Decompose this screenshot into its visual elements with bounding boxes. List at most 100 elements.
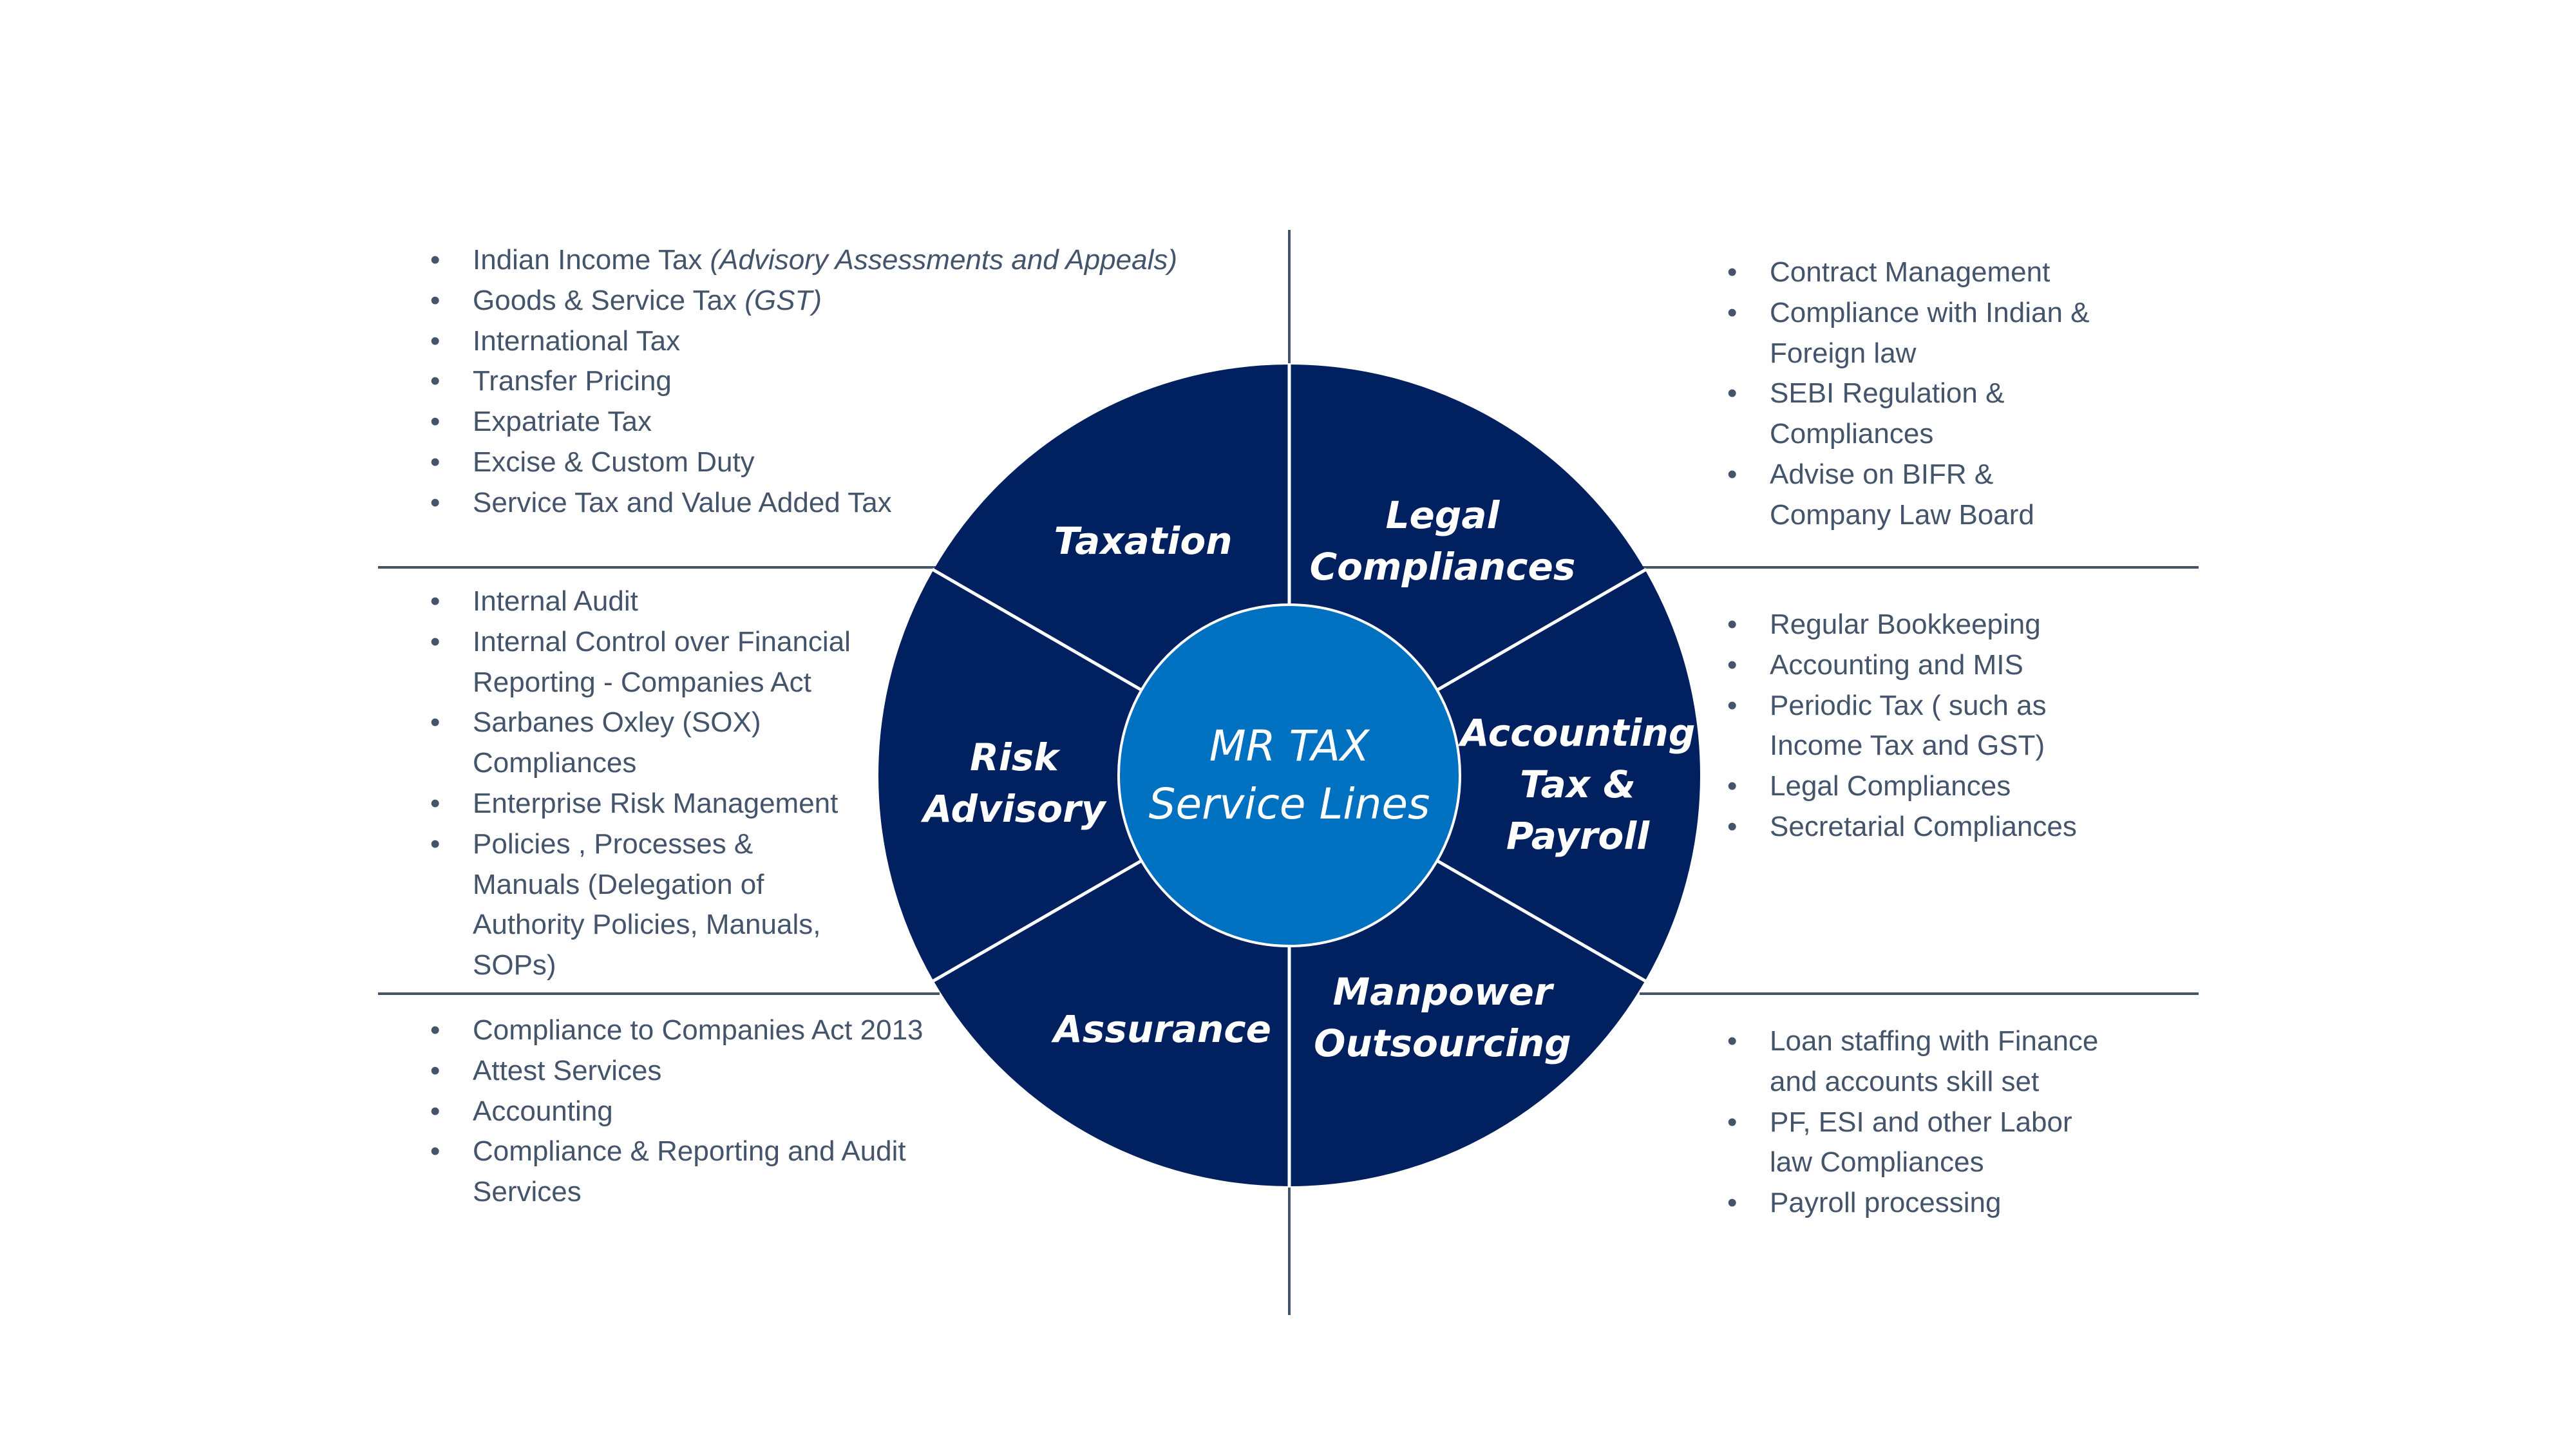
bullet-icon: • bbox=[1727, 377, 1738, 410]
list-item-text: Contract Management bbox=[1770, 256, 2050, 288]
bullet-icon: • bbox=[430, 1135, 440, 1168]
list-item: • Contract Management bbox=[1727, 252, 2242, 293]
segment-label-legal-compliances: Legal Compliances bbox=[1288, 489, 1597, 592]
list-item-text: Goods & Service Tax bbox=[473, 284, 745, 316]
segment-label-taxation: Taxation bbox=[1014, 515, 1272, 567]
segment-label-accounting-tax-payroll: Accounting Tax & Payroll bbox=[1443, 707, 1713, 862]
segment-label-line: Manpower bbox=[1332, 970, 1553, 1014]
bullet-icon: • bbox=[1727, 770, 1738, 802]
list-item-text: law Compliances bbox=[1770, 1146, 1984, 1179]
list-item-note: (GST) bbox=[744, 284, 822, 316]
list-item-text: Transfer Pricing bbox=[473, 365, 672, 397]
segment-label-manpower-outsourcing: Manpower Outsourcing bbox=[1288, 966, 1597, 1069]
list-item: •Accounting and MIS bbox=[1727, 645, 2242, 686]
wheel-divider-line bbox=[931, 567, 1142, 692]
segment-label-line: Payroll bbox=[1506, 814, 1650, 858]
list-item: •Advise on BIFR &Company Law Board bbox=[1727, 455, 2242, 536]
list-item: •Attest Services bbox=[430, 1051, 1010, 1092]
bullet-icon: • bbox=[430, 284, 440, 316]
list-item: • Indian Income Tax (Advisory Assessments… bbox=[430, 240, 1267, 281]
list-item-text: Reporting - Companies Act bbox=[473, 666, 811, 698]
bullet-icon: • bbox=[430, 625, 440, 658]
list-item-text: Indian Income Tax bbox=[473, 244, 710, 276]
bullet-icon: • bbox=[1727, 1187, 1738, 1219]
bullet-icon: • bbox=[1727, 689, 1738, 721]
list-item-text: and accounts skill set bbox=[1770, 1065, 2040, 1097]
segment-label-line: Risk bbox=[970, 735, 1059, 779]
bullet-icon: • bbox=[430, 1014, 440, 1046]
bullet-icon: • bbox=[430, 365, 440, 397]
list-item: •Excise & Custom Duty bbox=[430, 442, 1267, 483]
list-item-text: Services bbox=[473, 1176, 582, 1208]
list-item: • Periodic Tax ( such as Income Tax and GS… bbox=[1727, 686, 2242, 767]
list-item-text: Accounting and MIS bbox=[1770, 649, 2023, 681]
bullet-icon: • bbox=[430, 486, 440, 518]
center-title-line1: MR TAX bbox=[1209, 721, 1370, 771]
bullet-icon: • bbox=[1727, 256, 1738, 288]
list-item-text: Internal Audit bbox=[473, 585, 638, 617]
list-item: • Legal Compliances bbox=[1727, 766, 2242, 807]
list-item-text: Attest Services bbox=[473, 1054, 662, 1086]
list-item-text: Excise & Custom Duty bbox=[473, 446, 755, 478]
list-item: •International Tax bbox=[430, 321, 1267, 362]
bullet-icon: • bbox=[430, 585, 440, 617]
list-item-text: Internal Control over Financial bbox=[473, 625, 851, 658]
list-item-text: Periodic Tax ( such as bbox=[1770, 689, 2047, 721]
list-item-text: Manuals (Delegation of bbox=[473, 868, 764, 900]
risk-advisory-services-list: • Internal Audit • Internal Control over Fi… bbox=[430, 582, 945, 986]
list-item-text: Service Tax and Value Added Tax bbox=[473, 486, 892, 518]
segment-label-assurance: Assurance bbox=[1024, 1003, 1301, 1055]
taxation-services-list: • Indian Income Tax (Advisory Assessments… bbox=[430, 240, 1267, 524]
segment-label-line: Advisory bbox=[923, 787, 1106, 831]
list-item-text: Legal Compliances bbox=[1770, 770, 2011, 802]
list-item-text: SOPs) bbox=[473, 949, 556, 981]
bullet-icon: • bbox=[430, 406, 440, 438]
list-item: • Payroll processing bbox=[1727, 1183, 2242, 1224]
list-item: •Secretarial Compliances bbox=[1727, 807, 2242, 848]
wheel-divider-line bbox=[931, 859, 1142, 983]
bullet-icon: • bbox=[430, 244, 440, 276]
list-item: •Accounting bbox=[430, 1092, 1010, 1132]
wheel-segment-legal-compliances bbox=[1289, 365, 1645, 690]
list-item-text: Compliances bbox=[473, 747, 637, 779]
list-item-text: Sarbanes Oxley (SOX) bbox=[473, 706, 761, 739]
list-item: • Internal Audit bbox=[430, 582, 945, 622]
right-upper-rule bbox=[1641, 566, 2199, 569]
bullet-icon: • bbox=[1727, 1025, 1738, 1057]
bullet-icon: • bbox=[1727, 458, 1738, 490]
bullet-icon: • bbox=[430, 706, 440, 739]
wheel-segment-taxation bbox=[933, 365, 1289, 690]
bullet-icon: • bbox=[1727, 609, 1738, 640]
assurance-services-list: •Compliance to Companies Act 2013•Attest… bbox=[430, 1010, 1010, 1213]
list-item: • Service Tax and Value Added Tax bbox=[430, 483, 1267, 524]
list-item-text: SEBI Regulation & bbox=[1770, 377, 2005, 410]
list-item: •Compliance to Companies Act 2013 bbox=[430, 1010, 1010, 1051]
center-hub bbox=[1117, 603, 1461, 947]
segment-label-line: Assurance bbox=[1054, 1007, 1271, 1051]
center-title-line2: Service Lines bbox=[1148, 779, 1430, 829]
list-item-text: Payroll processing bbox=[1770, 1187, 2002, 1219]
segment-label-line: Accounting bbox=[1460, 711, 1696, 755]
list-item-note: (Advisory Assessments and Appeals) bbox=[710, 244, 1178, 276]
legal-compliances-services-list: • Contract Management • Compliance with Ind… bbox=[1727, 252, 2242, 536]
list-item-text: Expatriate Tax bbox=[473, 406, 652, 438]
wheel-segment-assurance bbox=[933, 860, 1289, 1186]
bullet-icon: • bbox=[430, 787, 440, 819]
list-item: • Goods & Service Tax (GST) bbox=[430, 281, 1267, 321]
center-title: MR TAX Service Lines bbox=[1128, 717, 1450, 833]
list-item-text: PF, ESI and other Labor bbox=[1770, 1106, 2072, 1138]
list-item-text: Regular Bookkeeping bbox=[1770, 609, 2041, 640]
bullet-icon: • bbox=[1727, 296, 1738, 328]
list-item-text: International Tax bbox=[473, 325, 681, 357]
segment-label-line: Outsourcing bbox=[1314, 1021, 1571, 1065]
list-item-text: Compliance with Indian & bbox=[1770, 296, 2090, 328]
wheel-divider-line bbox=[1436, 567, 1647, 692]
list-item-text: Income Tax and GST) bbox=[1770, 730, 2045, 762]
list-item: • Sarbanes Oxley (SOX) Compliances bbox=[430, 703, 945, 784]
list-item: • Transfer Pricing bbox=[430, 361, 1267, 402]
list-item-text: Advise on BIFR & bbox=[1770, 458, 1994, 490]
accounting-tax-payroll-services-list: •Regular Bookkeeping•Accounting and MIS•… bbox=[1727, 605, 2242, 848]
